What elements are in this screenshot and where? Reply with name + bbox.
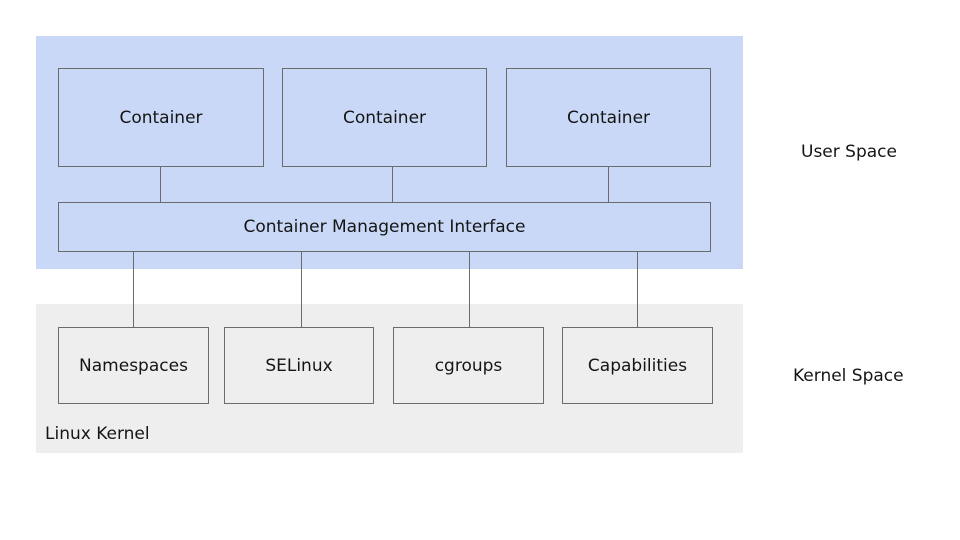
connector-line xyxy=(301,251,302,328)
connector-line xyxy=(392,166,393,203)
capabilities-box: Capabilities xyxy=(562,327,713,404)
connector-line xyxy=(608,166,609,203)
connector-line xyxy=(469,251,470,328)
container-box: Container xyxy=(58,68,264,167)
selinux-box: SELinux xyxy=(224,327,374,404)
connector-line xyxy=(133,251,134,328)
linux-kernel-label: Linux Kernel xyxy=(45,424,150,444)
cgroups-box: cgroups xyxy=(393,327,544,404)
container-management-interface-box: Container Management Interface xyxy=(58,202,711,252)
connector-line xyxy=(637,251,638,328)
user-space-label: User Space xyxy=(801,142,897,162)
container-box: Container xyxy=(282,68,487,167)
kernel-space-label: Kernel Space xyxy=(793,366,904,386)
namespaces-box: Namespaces xyxy=(58,327,209,404)
container-box: Container xyxy=(506,68,711,167)
connector-line xyxy=(160,166,161,203)
